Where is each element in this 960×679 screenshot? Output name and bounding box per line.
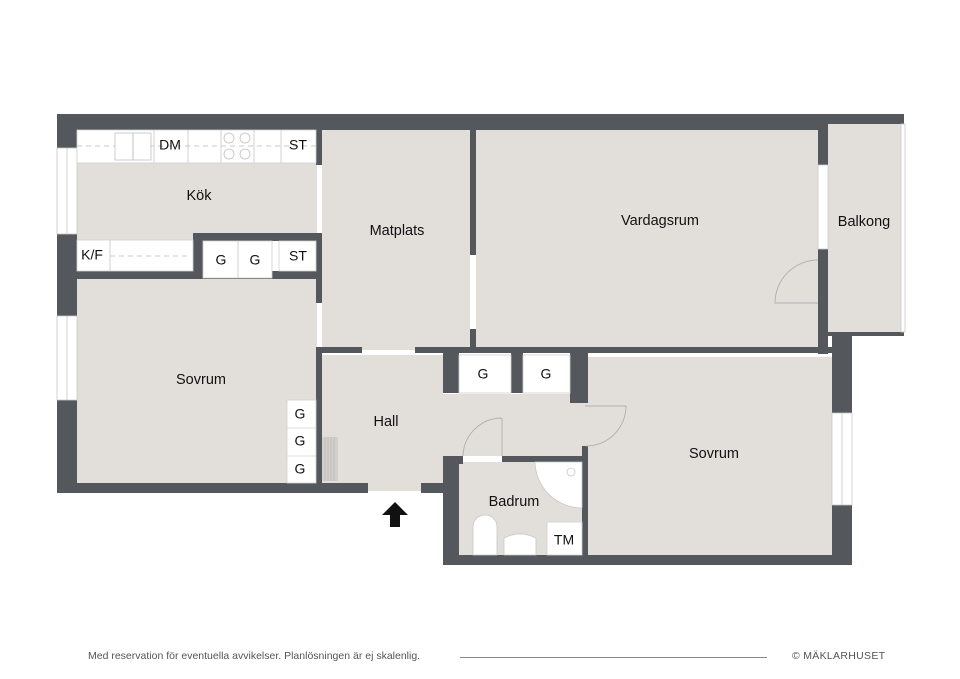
fixture-label-g-sov-1: G	[295, 406, 306, 422]
fixture-label-g2: G	[250, 252, 261, 268]
room-label-badrum: Badrum	[489, 494, 540, 510]
interior-walls	[77, 124, 832, 555]
toilet-icon	[472, 514, 498, 556]
room-label-balkong: Balkong	[838, 214, 890, 230]
washbasin-icon	[503, 533, 537, 556]
room-label-vardagsrum: Vardagsrum	[621, 213, 699, 229]
floor-matplats	[322, 130, 470, 350]
floor-sovrum-right	[588, 357, 832, 555]
footer-divider	[460, 657, 767, 658]
shower-icon	[534, 461, 583, 509]
room-label-kok: Kök	[187, 188, 213, 204]
disclaimer-text: Med reservation för eventuella avvikelse…	[88, 650, 421, 662]
fixture-label-g-sov-3: G	[295, 461, 306, 477]
fixture-label-kf: K/F	[81, 247, 103, 263]
bathroom-fixtures	[472, 461, 583, 556]
room-label-hall: Hall	[374, 414, 399, 430]
fixture-label-g-hall-1: G	[478, 366, 489, 382]
door-sovrum-right	[585, 405, 627, 447]
stove-icon	[223, 132, 251, 160]
kitchen-counters	[76, 129, 317, 279]
room-label-matplats: Matplats	[370, 223, 425, 239]
floors	[77, 124, 901, 555]
balkong-railing	[900, 123, 906, 333]
room-label-sovrum-right: Sovrum	[689, 446, 739, 462]
fixture-label-g1: G	[216, 252, 227, 268]
door-balkong	[774, 259, 819, 304]
fixture-label-st-top: ST	[289, 137, 307, 153]
fixture-label-st-mid: ST	[289, 248, 307, 264]
door-badrum	[462, 417, 503, 457]
fixture-label-g-hall-2: G	[541, 366, 552, 382]
fixture-label-g-sov-2: G	[295, 433, 306, 449]
floor-sovrum-left	[77, 279, 317, 483]
window-balkong-door	[817, 164, 829, 250]
arrow-up-icon	[382, 502, 408, 527]
floor-corridor	[443, 394, 588, 456]
brand-name: MÄKLARHUSET	[803, 650, 886, 662]
fixture-label-tm: TM	[554, 532, 574, 548]
floor-balkong	[828, 124, 901, 332]
floor-vardagsrum	[476, 124, 818, 348]
door-swings	[462, 259, 819, 457]
floor-hall	[322, 355, 443, 483]
doormat	[322, 437, 338, 481]
room-label-sovrum-left: Sovrum	[176, 372, 226, 388]
copyright-icon: ©	[792, 650, 801, 662]
fixture-label-dm: DM	[159, 137, 181, 153]
windows	[56, 123, 906, 506]
brand: © MÄKLARHUSET	[792, 650, 885, 662]
footer: Med reservation för eventuella avvikelse…	[0, 650, 960, 668]
wardrobes	[286, 354, 583, 556]
